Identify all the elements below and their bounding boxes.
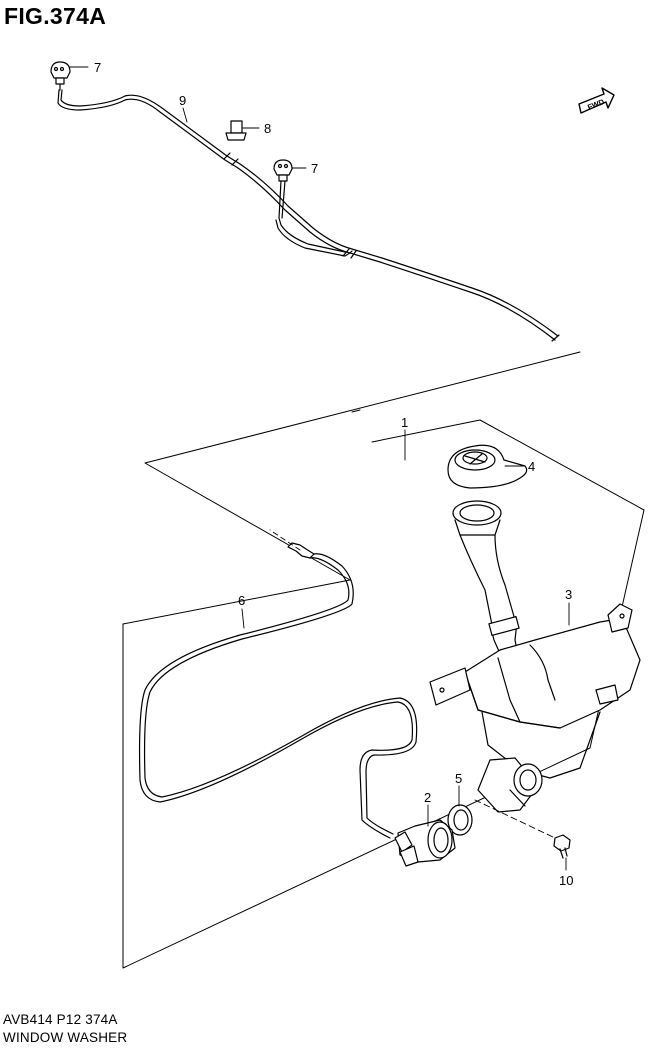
callout-4: 4 [528, 459, 535, 474]
reservoir-cap [447, 444, 528, 489]
figure-name: WINDOW WASHER [3, 1030, 128, 1045]
fwd-arrow-icon: FWD [578, 87, 615, 114]
callout-6: 6 [238, 593, 245, 608]
callout-3: 3 [565, 587, 572, 602]
washer-nozzle-center [273, 159, 293, 219]
mounting-bolt [553, 834, 571, 859]
washer-hose-lower [138, 542, 418, 839]
washer-hose-upper [57, 89, 560, 342]
callout-labels: 7 9 8 7 1 4 3 6 5 2 10 [94, 60, 573, 888]
callout-1: 1 [401, 415, 408, 430]
figure-code: AVB414 P12 374A [3, 1012, 118, 1027]
callout-7-left: 7 [94, 60, 101, 75]
callout-2: 2 [424, 790, 431, 805]
callout-10: 10 [559, 873, 573, 888]
callout-7-center: 7 [311, 161, 318, 176]
callout-5: 5 [455, 771, 462, 786]
hose-clip [225, 120, 247, 141]
washer-pump [394, 819, 456, 867]
pump-grommet [447, 804, 473, 836]
leader-lines [69, 66, 570, 871]
washer-nozzle-left [50, 61, 71, 91]
callout-9: 9 [179, 93, 186, 108]
figure-title: FIG.374A [4, 3, 107, 29]
washer-reservoir-tank [429, 500, 641, 813]
callout-8: 8 [264, 121, 271, 136]
